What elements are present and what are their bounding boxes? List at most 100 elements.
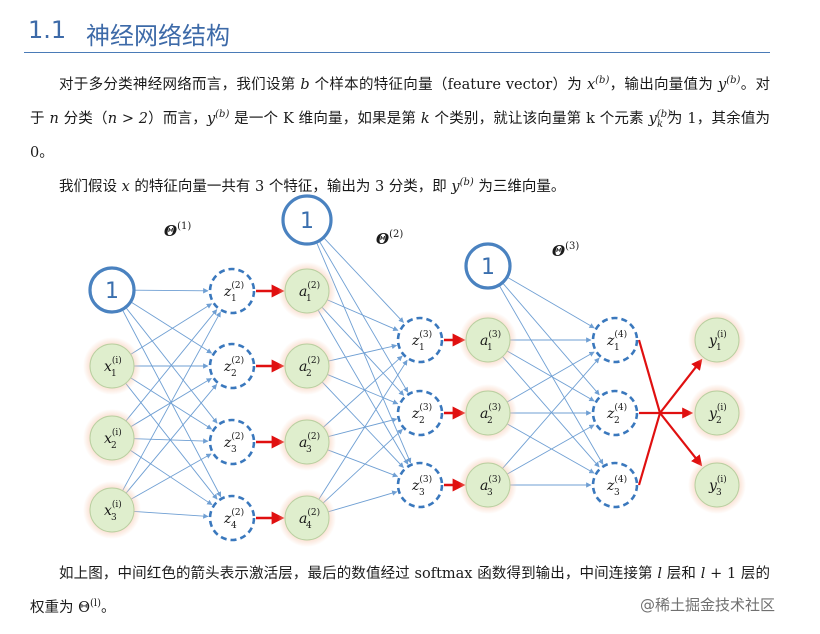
bias-node-1: 1 xyxy=(88,266,136,314)
node-label: z(2)4 xyxy=(223,507,244,531)
node-label: x(i)3 xyxy=(104,499,122,523)
a2-node-4: a(2)4 xyxy=(278,489,336,547)
bias-label: 1 xyxy=(105,279,119,304)
edge-l2-4-1 xyxy=(322,428,403,504)
softmax-out-1 xyxy=(659,358,703,414)
theta-labels: Θ(1) Θ(2) Θ(3) xyxy=(164,221,579,260)
z2-node-3: z(2)3 xyxy=(208,418,256,466)
theta-label-3: Θ(3) xyxy=(552,241,579,260)
section-heading: 1.1 神经网络结构 xyxy=(24,14,770,53)
node-label: x(i)2 xyxy=(104,427,122,451)
node-label: y(i)3 xyxy=(708,474,727,498)
edge-l3-2-2 xyxy=(506,423,595,474)
softmax-in-1 xyxy=(637,339,662,414)
node-label: a(3)3 xyxy=(480,474,501,498)
edge-l1-1-2 xyxy=(130,377,213,430)
edge-l1-2-0 xyxy=(125,309,218,422)
network-nodes: 1 1 1 x(i)1 x(i)2 x(i)3 z(2)1 z(2)2 z(2)3 z(2)4 a(… xyxy=(83,194,746,547)
edge-l2-2-0 xyxy=(328,343,398,362)
softmax-in-3 xyxy=(637,412,662,486)
node-label: a(2)1 xyxy=(299,280,320,304)
edge-l3-3-0 xyxy=(502,357,600,469)
node-label: a(3)2 xyxy=(480,402,501,426)
edge-l1-0-0 xyxy=(133,288,209,294)
edge-l2-0-1 xyxy=(318,240,409,393)
edge-l2-3-0 xyxy=(323,355,403,428)
z3-node-2: z(3)2 xyxy=(396,389,444,437)
a2-node-1: a(2)1 xyxy=(278,262,336,320)
node-label: z(4)2 xyxy=(606,402,627,426)
a3-node-1: a(3)1 xyxy=(459,311,517,369)
edge-l2-2-1 xyxy=(327,374,399,405)
bias-label: 1 xyxy=(300,209,314,234)
edge-l2-1-1 xyxy=(321,306,405,396)
theta-label-2: Θ(2) xyxy=(376,229,403,248)
z2-node-4: z(2)4 xyxy=(208,494,256,542)
z3-node-3: z(3)3 xyxy=(396,461,444,509)
edge-l2-1-0 xyxy=(327,299,399,331)
node-label: z(2)2 xyxy=(223,355,244,379)
theta-label-1: Θ(1) xyxy=(164,221,191,240)
edge-l2-2-2 xyxy=(321,381,404,468)
intro-paragraph-2: 我们假设 x 的特征向量一共有 3 个特征，输出为 3 分类，即 y(b) 为三… xyxy=(59,176,566,195)
output-node-1: y(i)1 xyxy=(688,311,746,369)
node-label: z(2)3 xyxy=(223,431,244,455)
bias-node-2: 1 xyxy=(281,194,333,246)
watermark: @稀土掘金技术社区 xyxy=(640,596,776,614)
z4-node-3: z(4)3 xyxy=(591,461,639,509)
node-label: z(3)3 xyxy=(411,474,432,498)
section-number: 1.1 xyxy=(28,16,67,44)
node-label: x(i)1 xyxy=(104,355,122,379)
neural-network-diagram: 1 1 1 x(i)1 x(i)2 x(i)3 z(2)1 z(2)2 z(2)3 z(2)4 a(… xyxy=(83,194,746,547)
edge-l1-0-3 xyxy=(121,309,222,498)
z4-node-1: z(4)1 xyxy=(591,316,639,364)
bias-label: 1 xyxy=(481,255,495,280)
edge-l3-2-0 xyxy=(506,351,595,403)
edge-l3-1-2 xyxy=(502,356,600,468)
edge-l1-3-3 xyxy=(133,511,209,519)
node-label: z(4)1 xyxy=(606,329,627,353)
edge-l3-0-2 xyxy=(498,284,604,465)
edge-l2-4-0 xyxy=(318,359,408,500)
edge-l3-1-1 xyxy=(506,350,595,402)
edge-l1-3-2 xyxy=(130,453,212,500)
connection-edges xyxy=(121,237,604,519)
softmax-out-3 xyxy=(659,412,703,467)
a2-node-2: a(2)2 xyxy=(278,337,336,395)
input-node-1: x(i)1 xyxy=(83,337,141,395)
edge-l2-3-2 xyxy=(327,449,399,478)
edge-l1-2-3 xyxy=(130,449,213,506)
node-label: z(4)3 xyxy=(606,474,627,498)
a3-node-2: a(3)2 xyxy=(459,384,517,442)
input-node-2: x(i)2 xyxy=(83,409,141,467)
edge-l1-3-0 xyxy=(122,311,221,491)
node-label: a(3)1 xyxy=(480,329,501,353)
edge-l2-4-2 xyxy=(327,490,398,513)
a2-node-3: a(2)3 xyxy=(278,413,336,471)
intro-paragraph-1: 对于多分类神经网络而言，我们设第 b 个样本的特征向量（feature vect… xyxy=(30,75,771,161)
node-label: z(3)1 xyxy=(411,329,432,353)
node-label: a(2)3 xyxy=(299,431,320,455)
section-title: 神经网络结构 xyxy=(86,22,230,50)
z2-node-2: z(2)2 xyxy=(208,342,256,390)
edge-l1-0-1 xyxy=(130,301,213,354)
edge-l2-3-1 xyxy=(328,417,398,437)
z2-node-1: z(2)1 xyxy=(208,267,256,315)
edge-l1-3-1 xyxy=(125,384,217,494)
output-node-3: y(i)3 xyxy=(688,456,746,514)
a3-node-3: a(3)3 xyxy=(459,456,517,514)
node-label: z(2)1 xyxy=(223,280,244,304)
z4-node-2: z(4)2 xyxy=(591,389,639,437)
edge-l1-1-0 xyxy=(130,303,213,355)
z3-node-1: z(3)1 xyxy=(396,316,444,364)
node-label: a(2)2 xyxy=(299,355,320,379)
output-node-2: y(i)2 xyxy=(688,384,746,442)
edge-l3-3-1 xyxy=(506,424,595,475)
edge-l3-0-0 xyxy=(506,276,595,329)
intro-paragraphs: 对于多分类神经网络而言，我们设第 b 个样本的特征向量（feature vect… xyxy=(30,66,770,201)
input-node-3: x(i)3 xyxy=(83,481,141,539)
conclusion-paragraph: 如上图，中间红色的箭头表示激活层，最后的数值经过 softmax 函数得到输出，… xyxy=(30,566,771,616)
node-label: z(3)2 xyxy=(411,402,432,426)
edge-l2-0-0 xyxy=(323,237,404,323)
bias-node-3: 1 xyxy=(464,242,512,290)
